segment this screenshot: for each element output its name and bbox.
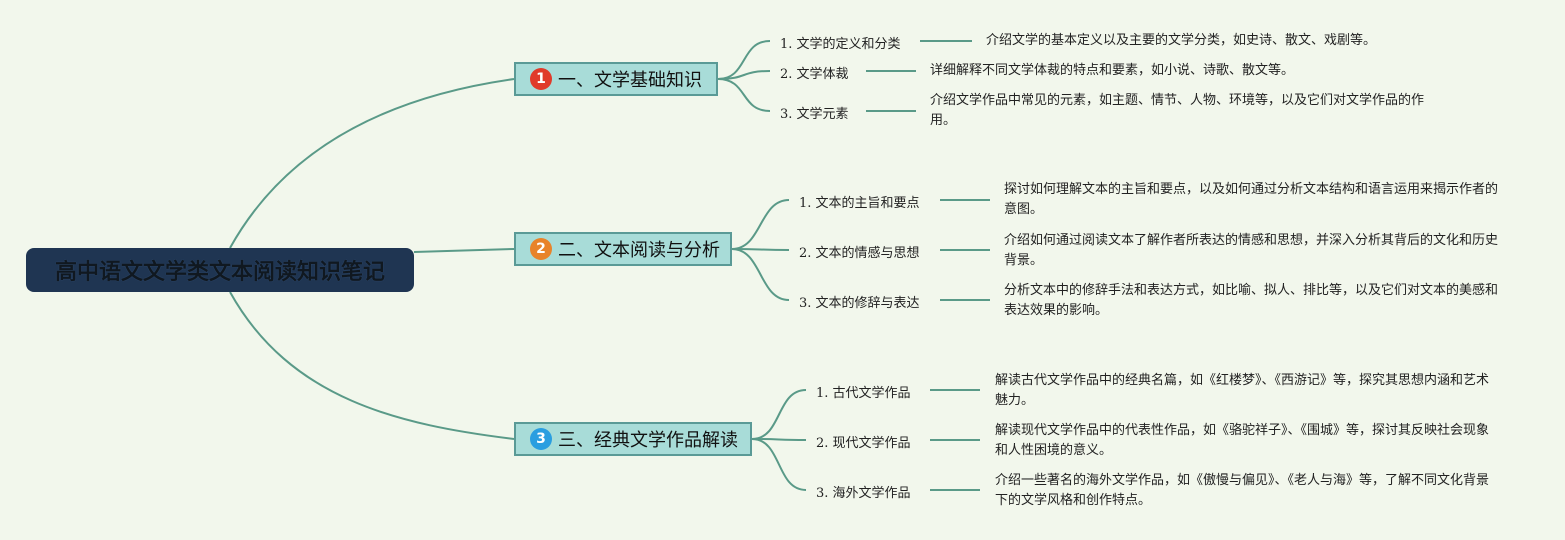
sub-topic-1-2[interactable]: 2. 文学体裁 <box>780 67 849 82</box>
branch-node-2[interactable]: 2 二、文本阅读与分析 <box>514 232 732 266</box>
root-node[interactable]: 高中语文文学类文本阅读知识笔记 <box>26 248 414 292</box>
branch-label-1: 一、文学基础知识 <box>558 70 702 91</box>
branch-node-1[interactable]: 1 一、文学基础知识 <box>514 62 718 96</box>
sub-topic-2-2[interactable]: 2. 文本的情感与思想 <box>799 246 920 261</box>
connector-b3-sub-3 <box>751 438 807 491</box>
sub-topic-2-1[interactable]: 1. 文本的主旨和要点 <box>799 196 920 211</box>
branch-node-3[interactable]: 3 三、经典文学作品解读 <box>514 422 752 456</box>
sub-topic-2-3-desc: 分析文本中的修辞手法和表达方式，如比喻、拟人、排比等，以及它们对文本的美感和表达… <box>1004 283 1499 318</box>
sub-topic-2-1-desc: 探讨如何理解文本的主旨和要点，以及如何通过分析文本结构和语言运用来揭示作者的意图… <box>1004 182 1499 217</box>
sub-topic-3-3[interactable]: 3. 海外文学作品 <box>816 486 911 501</box>
sub-topic-1-3[interactable]: 3. 文学元素 <box>780 107 849 122</box>
sub-topic-2-3[interactable]: 3. 文本的修辞与表达 <box>799 296 920 311</box>
connector-b1-sub-3 <box>717 78 771 112</box>
sub-topic-3-3-desc: 介绍一些著名的海外文学作品，如《傲慢与偏见》、《老人与海》等，了解不同文化背景下… <box>995 473 1490 508</box>
sub-topic-3-2[interactable]: 2. 现代文学作品 <box>816 436 911 451</box>
connector-b1-sub-2 <box>717 70 771 80</box>
connector-b3-sub-1 <box>751 389 807 440</box>
sub-topic-1-1[interactable]: 1. 文学的定义和分类 <box>780 37 901 52</box>
connector-b3-sub-2 <box>751 438 807 441</box>
branch-label-2: 二、文本阅读与分析 <box>558 240 720 261</box>
root-title: 高中语文文学类文本阅读知识笔记 <box>54 260 385 285</box>
number-badge-2: 2 <box>530 238 552 260</box>
sub-topic-3-1-desc: 解读古代文学作品中的经典名篇，如《红楼梦》、《西游记》等，探究其思想内涵和艺术魅… <box>995 373 1490 408</box>
connector-b1-sub-1 <box>717 40 771 80</box>
number-badge-1: 1 <box>530 68 552 90</box>
connector-b2-sub-1 <box>731 199 790 250</box>
sub-topic-1-2-desc: 详细解释不同文学体裁的特点和要素，如小说、诗歌、散文等。 <box>930 63 1295 78</box>
branch-label-3: 三、经典文学作品解读 <box>558 430 738 451</box>
connector-root-branch-2 <box>413 248 515 253</box>
sub-topic-3-2-desc: 解读现代文学作品中的代表性作品，如《骆驼祥子》、《围城》等，探讨其反映社会现象和… <box>995 423 1490 458</box>
number-badge-3: 3 <box>530 428 552 450</box>
sub-topic-2-2-desc: 介绍如何通过阅读文本了解作者所表达的情感和思想，并深入分析其背后的文化和历史背景… <box>1004 233 1499 268</box>
connector-root-branch-1 <box>229 78 515 249</box>
sub-topic-1-1-desc: 介绍文学的基本定义以及主要的文学分类，如史诗、散文、戏剧等。 <box>986 33 1377 48</box>
connector-b2-sub-3 <box>731 248 790 301</box>
sub-topic-1-3-desc: 介绍文学作品中常见的元素，如主题、情节、人物、环境等，以及它们对文学作品的作用。 <box>930 93 1425 128</box>
sub-topic-3-1[interactable]: 1. 古代文学作品 <box>816 386 911 401</box>
connector-root-branch-3 <box>229 291 515 440</box>
